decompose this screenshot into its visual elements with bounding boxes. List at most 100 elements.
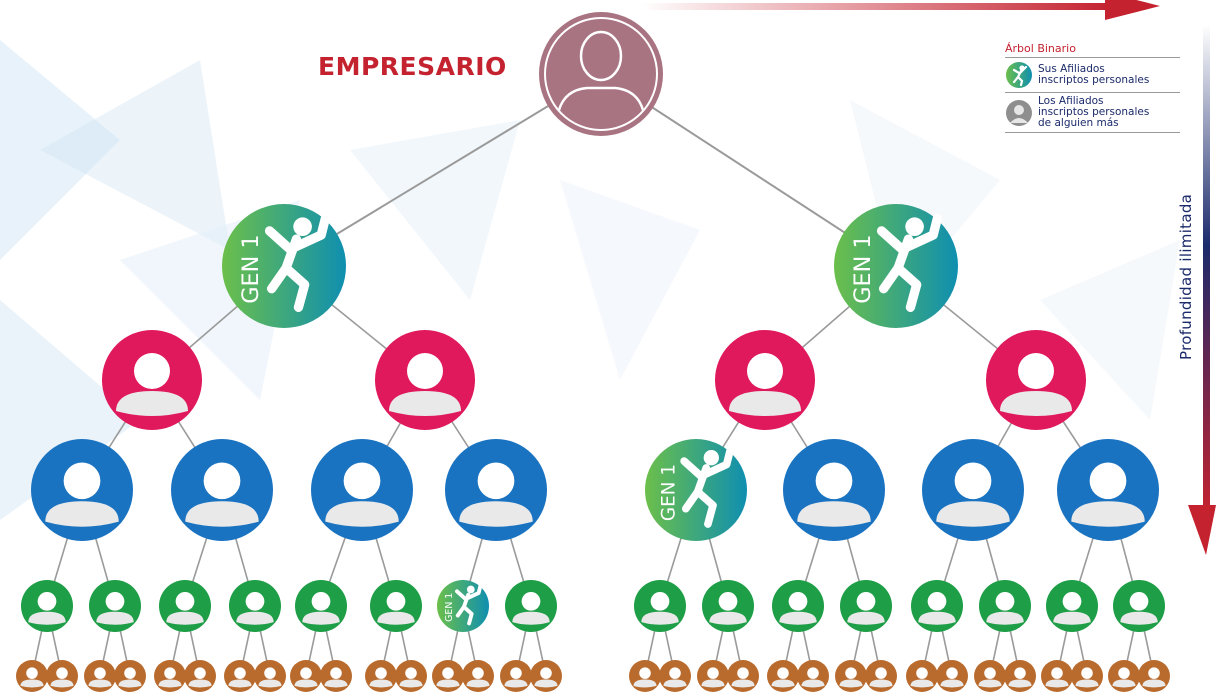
person-head (788, 591, 808, 611)
person-body (729, 391, 801, 416)
node-level-2-pink (986, 330, 1086, 430)
node-level-3-blue (783, 439, 885, 541)
person-body (294, 679, 318, 688)
root-circle (539, 12, 663, 136)
person-head (330, 667, 342, 679)
node-level-4-green (840, 580, 892, 632)
node-level-5-brown (114, 660, 146, 692)
depth-arrow-head (1188, 505, 1216, 555)
person-head (747, 353, 783, 389)
person-head (26, 667, 38, 679)
node-level-3-gen1: GEN 1 (645, 439, 747, 541)
person-body (779, 611, 817, 625)
person-body (801, 679, 825, 688)
person-head (1018, 353, 1054, 389)
person-head (984, 667, 996, 679)
node-level-5-brown (224, 660, 256, 692)
person-body (324, 679, 348, 688)
node-level-5-brown (254, 660, 286, 692)
person-body (1142, 679, 1166, 688)
person-body (185, 501, 259, 527)
gen1-label: GEN 1 (659, 464, 680, 521)
person-body (1008, 679, 1032, 688)
gen1-label: GEN 1 (850, 234, 876, 303)
person-head (737, 667, 749, 679)
person-head (472, 667, 484, 679)
node-level-4-green (634, 580, 686, 632)
person-body (534, 679, 558, 688)
person-body (512, 611, 550, 625)
node-level-5-brown (462, 660, 494, 692)
person-head (1118, 667, 1130, 679)
legend-text-others: Los Afiliados inscriptos personales de a… (1038, 95, 1150, 129)
person-body (504, 679, 528, 688)
person-body (986, 611, 1024, 625)
root-ring (544, 17, 658, 131)
person-head (707, 667, 719, 679)
node-level-5-brown (500, 660, 532, 692)
person-head (1051, 667, 1063, 679)
person-head (234, 667, 246, 679)
legend-title: Árbol Binario (1005, 42, 1180, 58)
person-body (936, 501, 1010, 527)
node-level-4-green (159, 580, 211, 632)
person-body (258, 679, 282, 688)
person-head (245, 591, 265, 611)
root-person-outline-icon (557, 30, 645, 111)
person-head (521, 591, 541, 611)
person-head (540, 667, 552, 679)
gen1-dancer-icon (1006, 62, 1032, 88)
node-level-5-brown (936, 660, 968, 692)
person-head (845, 667, 857, 679)
node-level-4-green (21, 580, 73, 632)
node-level-5-brown (46, 660, 78, 692)
person-body (45, 501, 119, 527)
node-level-5-brown (974, 660, 1006, 692)
depth-arrow-shaft (1203, 25, 1210, 515)
node-level-5-brown (767, 660, 799, 692)
person-head (815, 462, 853, 500)
person-head (1062, 591, 1082, 611)
gray-person-icon (1006, 99, 1032, 126)
person-body (20, 679, 44, 688)
person-head (343, 462, 381, 500)
person-body (369, 679, 393, 688)
node-level-3-blue (445, 439, 547, 541)
person-head (927, 591, 947, 611)
person-head (639, 667, 651, 679)
node-level-2-pink (375, 330, 475, 430)
node-level-3-blue (1057, 439, 1159, 541)
node-level-3-blue (171, 439, 273, 541)
person-head (946, 667, 958, 679)
person-body (869, 679, 893, 688)
person-head (203, 462, 241, 500)
node-level-5-brown (1138, 660, 1170, 692)
node-level-5-brown (629, 660, 661, 692)
node-level-5-brown (395, 660, 427, 692)
person-body (1075, 679, 1099, 688)
person-head (375, 667, 387, 679)
node-level-1-gen1: GEN 1 (222, 204, 346, 328)
person-body (116, 391, 188, 416)
person-head (407, 353, 443, 389)
person-body (166, 611, 204, 625)
node-level-5-brown (659, 660, 691, 692)
person-head (669, 667, 681, 679)
node-level-3-blue (922, 439, 1024, 541)
node-level-5-brown (184, 660, 216, 692)
node-level-4-green (89, 580, 141, 632)
person-body (771, 679, 795, 688)
person-head (856, 591, 876, 611)
person-head (405, 667, 417, 679)
dancer-icon (876, 213, 942, 312)
person-body (641, 611, 679, 625)
person-head (650, 591, 670, 611)
node-level-1-gen1: GEN 1 (834, 204, 958, 328)
person-head (1089, 462, 1127, 500)
person-body (50, 679, 74, 688)
person-head (995, 591, 1015, 611)
person-body (633, 679, 657, 688)
person-head (194, 667, 206, 679)
